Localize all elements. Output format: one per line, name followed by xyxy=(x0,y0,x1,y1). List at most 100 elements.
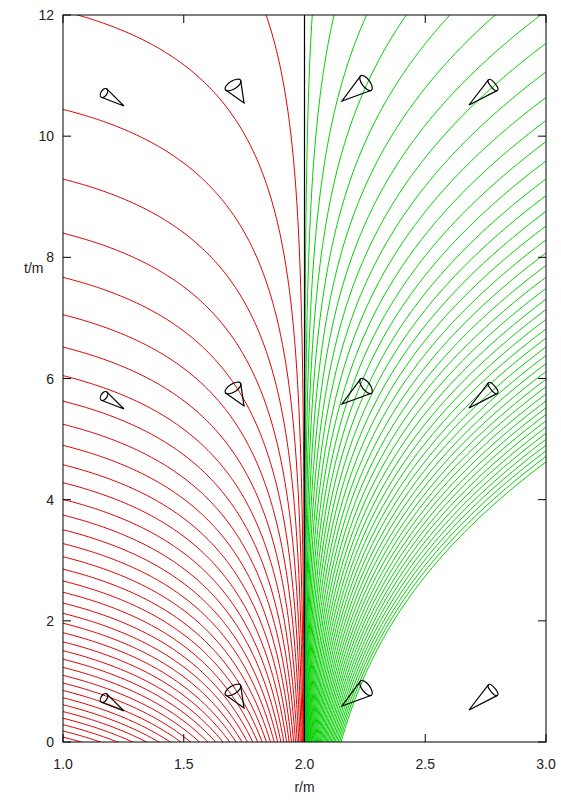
y-axis-label: t/m xyxy=(24,261,43,275)
exterior-curve xyxy=(305,112,547,742)
exterior-curve xyxy=(305,34,547,742)
x-tick xyxy=(425,15,426,23)
exterior-curve xyxy=(305,187,547,742)
light-cone xyxy=(99,390,124,409)
interior-curve xyxy=(63,499,305,742)
y-tick-label: 6 xyxy=(46,372,54,386)
exterior-curve xyxy=(305,424,547,742)
exterior-curve xyxy=(305,378,547,742)
interior-curve xyxy=(63,544,305,742)
exterior-curve xyxy=(305,231,547,742)
axes-frame xyxy=(63,15,546,742)
interior-curve xyxy=(63,445,305,742)
y-tick xyxy=(63,378,71,379)
interior-curve xyxy=(63,424,305,742)
interior-curve xyxy=(63,731,305,742)
y-tick-label: 12 xyxy=(38,8,54,22)
exterior-curve xyxy=(305,15,547,742)
interior-curve xyxy=(63,683,305,742)
x-tick xyxy=(425,734,426,742)
y-tick xyxy=(63,742,71,743)
exterior-curve xyxy=(305,418,547,742)
exterior-curve xyxy=(305,15,547,742)
interior-curve xyxy=(63,675,305,742)
x-tick xyxy=(63,734,64,742)
light-cone xyxy=(99,87,124,106)
exterior-curve xyxy=(305,320,547,742)
exterior-curve xyxy=(305,63,547,742)
interior-curve xyxy=(63,15,305,742)
light-cone xyxy=(342,678,375,706)
interior-curve xyxy=(63,515,305,742)
exterior-curve xyxy=(305,363,547,742)
exterior-curve xyxy=(305,170,547,742)
x-tick xyxy=(183,734,184,742)
interior-curve xyxy=(63,613,305,742)
interior-curve xyxy=(63,179,305,742)
light-cone xyxy=(342,73,375,101)
exterior-curve xyxy=(305,370,547,742)
interior-curve xyxy=(63,569,305,742)
interior-curve xyxy=(63,557,305,742)
interior-curve xyxy=(63,315,305,742)
interior-curve xyxy=(63,712,305,742)
light-cone xyxy=(469,381,499,408)
interior-curve xyxy=(63,376,305,742)
interior-curve xyxy=(63,718,305,742)
exterior-curve xyxy=(305,453,547,742)
exterior-curve xyxy=(305,392,547,742)
light-cone xyxy=(99,692,124,711)
y-tick xyxy=(538,136,546,137)
exterior-curve xyxy=(305,202,547,742)
exterior-curve xyxy=(305,244,547,742)
interior-curve xyxy=(63,347,305,742)
x-tick-label: 2.0 xyxy=(295,757,314,771)
y-tick xyxy=(538,15,546,16)
y-tick xyxy=(63,136,71,137)
exterior-curve xyxy=(305,412,547,742)
y-tick xyxy=(63,499,71,500)
light-cone xyxy=(223,380,244,406)
light-cone xyxy=(342,376,375,404)
light-cone xyxy=(469,683,499,710)
y-tick-label: 10 xyxy=(38,129,54,143)
interior-curve xyxy=(63,667,305,742)
exterior-curve xyxy=(305,15,547,742)
x-tick xyxy=(183,15,184,23)
exterior-curve xyxy=(305,301,547,742)
exterior-curve xyxy=(305,15,547,742)
y-tick xyxy=(538,378,546,379)
interior-curve xyxy=(63,659,305,742)
y-tick xyxy=(538,620,546,621)
exterior-curve xyxy=(305,268,547,742)
y-tick xyxy=(63,257,71,258)
x-tick xyxy=(546,15,547,23)
interior-curve xyxy=(63,698,305,742)
x-tick-label: 2.5 xyxy=(416,757,435,771)
interior-curve xyxy=(63,483,305,742)
y-tick-label: 4 xyxy=(46,493,54,507)
exterior-curve xyxy=(305,290,547,742)
exterior-curve xyxy=(305,355,547,742)
exterior-curve xyxy=(305,15,547,742)
y-tick-label: 0 xyxy=(46,735,54,749)
exterior-curve xyxy=(305,436,547,742)
interior-curve xyxy=(63,465,305,742)
exterior-curve xyxy=(305,256,547,742)
geodesic-curves xyxy=(63,15,546,742)
plot-frame xyxy=(63,15,546,742)
exterior-curve xyxy=(305,399,547,742)
interior-curve xyxy=(63,233,305,742)
x-tick-label: 3.0 xyxy=(536,757,555,771)
y-tick xyxy=(538,742,546,743)
light-cones xyxy=(99,73,500,711)
x-axis-label: r/m xyxy=(294,780,314,794)
interior-curve xyxy=(63,690,305,742)
exterior-curve xyxy=(305,133,547,742)
horizon-line xyxy=(304,15,305,742)
exterior-curve xyxy=(305,385,547,742)
exterior-curve xyxy=(305,152,547,742)
x-tick xyxy=(546,734,547,742)
exterior-curve xyxy=(305,311,547,742)
y-tick-label: 2 xyxy=(46,614,54,628)
